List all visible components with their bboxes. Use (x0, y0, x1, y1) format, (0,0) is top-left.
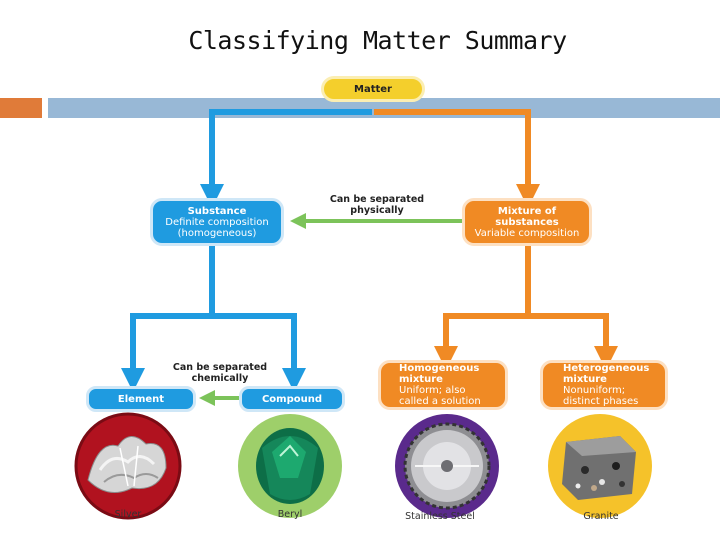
saw-blade-photo (395, 414, 499, 518)
node-matter-label: Matter (354, 83, 392, 95)
connector-substance-compound (212, 313, 306, 392)
caption-stainless-steel: Stainless Steel (405, 511, 475, 522)
node-substance-line: (homogeneous) (177, 227, 257, 239)
node-substance-line: Definite composition (165, 216, 269, 228)
caption-silver: Silver (114, 509, 142, 520)
node-element: Element (86, 386, 196, 412)
node-substance: Substance Definite composition (homogene… (150, 198, 284, 246)
caption-granite: Granite (583, 511, 619, 522)
connector-mixture-homogeneous (434, 246, 531, 370)
silver-sample-photo (74, 412, 182, 520)
connector-substance-split (121, 246, 215, 392)
node-matter: Matter (321, 76, 425, 102)
node-homogeneous-title: Homogeneous mixture (399, 363, 480, 385)
node-heterogeneous-line: Nonuniform; (563, 385, 626, 396)
node-homogeneous-line: called a solution (399, 396, 481, 407)
granite-rock-photo (548, 414, 652, 518)
node-homogeneous-line: Uniform; also (399, 385, 466, 396)
node-heterogeneous-title: Heterogeneous mixture (563, 363, 650, 385)
node-compound: Compound (239, 386, 345, 412)
node-homogeneous-mixture: Homogeneous mixture Uniform; also called… (378, 360, 508, 410)
connector-matter-substance (200, 109, 372, 208)
note-chemical-separation: Can be separated chemically (172, 362, 268, 384)
connector-mixture-heterogeneous (528, 313, 618, 370)
note-physical-separation: Can be separated physically (329, 194, 425, 216)
node-mixture: Mixture of substances Variable compositi… (462, 198, 592, 246)
beryl-gem-photo (238, 414, 342, 518)
node-element-title: Element (117, 393, 165, 405)
node-heterogeneous-mixture: Heterogeneous mixture Nonuniform; distin… (540, 360, 668, 410)
node-heterogeneous-line: distinct phases (563, 396, 639, 407)
connector-matter-mixture (374, 109, 540, 208)
node-mixture-title: Mixture of substances (495, 205, 559, 228)
header-band-accent (0, 98, 42, 118)
caption-beryl: Beryl (277, 509, 303, 520)
slide-title: Classifying Matter Summary (188, 26, 567, 55)
node-compound-title: Compound (261, 393, 323, 405)
node-mixture-line: Variable composition (474, 227, 580, 239)
node-substance-title: Substance (187, 205, 247, 217)
